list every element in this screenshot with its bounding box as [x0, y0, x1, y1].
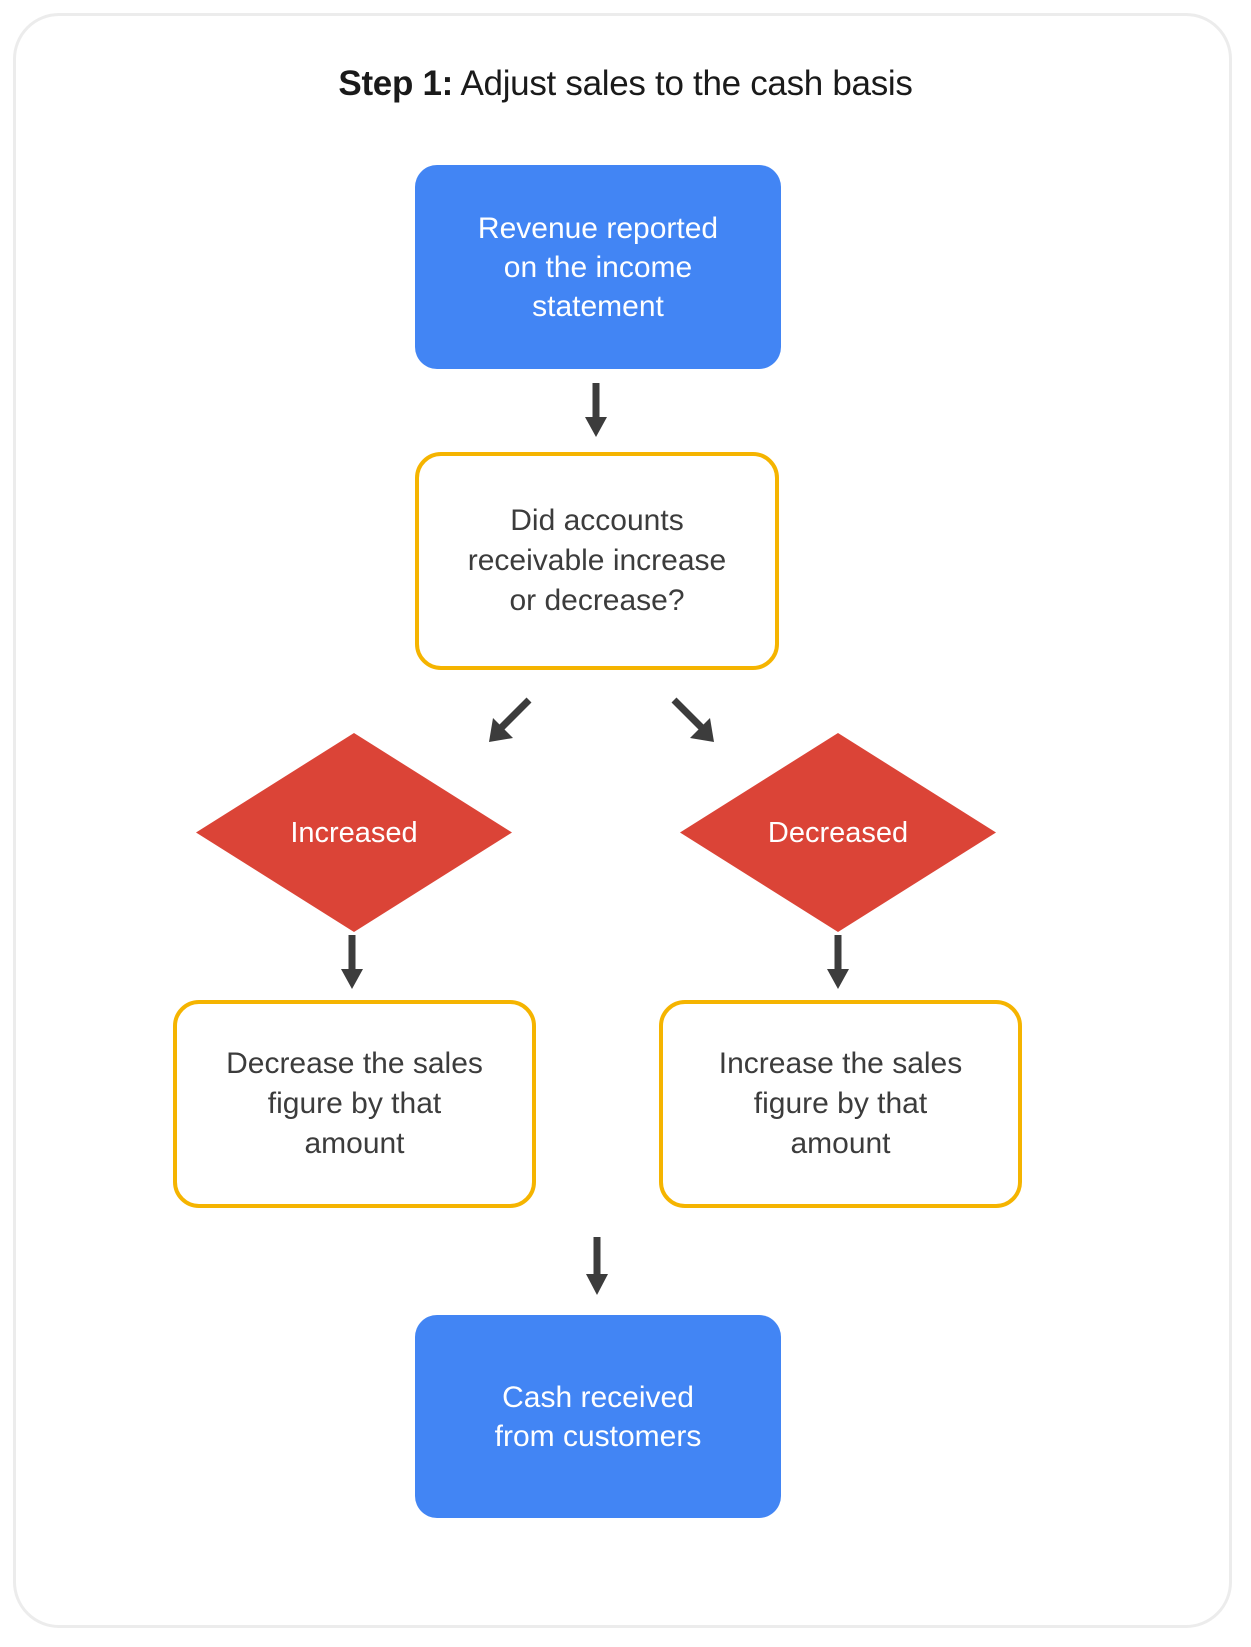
- node-increase-sales-figure: Increase the sales figure by that amount: [659, 1000, 1022, 1208]
- node-increased: Increased: [196, 733, 512, 932]
- arrow-question-to-increased: [489, 697, 532, 742]
- node-increase-sales-figure-label: Increase the sales figure by that amount: [718, 1047, 963, 1160]
- diamond-shape-increased: [196, 733, 512, 932]
- node-ar-question: Did accounts receivable increase or decr…: [415, 452, 779, 670]
- node-cash-received: Cash received from customers: [415, 1315, 781, 1518]
- arrow-revenue-to-question: [585, 383, 607, 437]
- diamond-shape-decreased: [680, 733, 996, 932]
- page-title: Step 1: Adjust sales to the cash basis: [0, 62, 1251, 106]
- node-decrease-sales-figure: Decrease the sales figure by that amount: [173, 1000, 536, 1208]
- arrow-decreased-to-increase-sales: [827, 935, 849, 989]
- arrow-increased-to-decrease-sales: [341, 935, 363, 989]
- arrow-question-to-decreased: [671, 697, 714, 742]
- node-cash-received-label: Cash received from customers: [494, 1380, 702, 1453]
- node-increased-label: Increased: [290, 816, 418, 849]
- node-decreased-label: Decreased: [767, 816, 909, 849]
- arrow-sales-to-cash-received: [586, 1237, 608, 1295]
- page-title-bold: Step 1:: [338, 64, 453, 103]
- node-revenue-reported-label: Revenue reported on the income statement: [477, 211, 719, 323]
- node-revenue-reported: Revenue reported on the income statement: [415, 165, 781, 369]
- node-ar-question-label: Did accounts receivable increase or decr…: [467, 504, 727, 617]
- page-title-rest: Adjust sales to the cash basis: [453, 64, 913, 103]
- node-decrease-sales-figure-label: Decrease the sales figure by that amount: [226, 1047, 483, 1160]
- node-decreased: Decreased: [680, 733, 996, 932]
